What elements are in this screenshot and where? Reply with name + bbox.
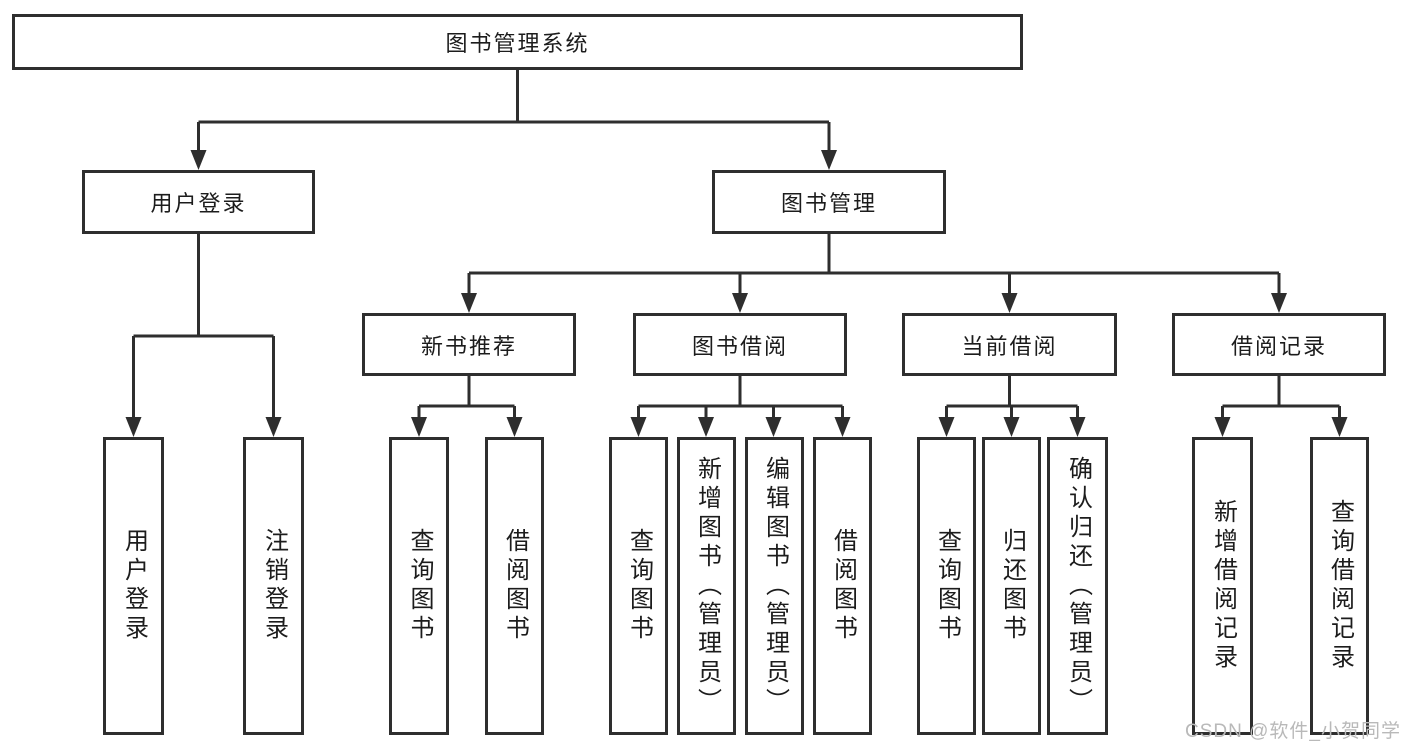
leaf-edit-book-admin: 编辑图书（管理员） <box>745 437 804 735</box>
node-book-borrowing-label: 图书借阅 <box>691 333 788 359</box>
node-book-borrowing: 图书借阅 <box>633 313 847 376</box>
node-user-login-label: 用户登录 <box>150 191 247 216</box>
connector-arrows <box>125 150 1348 437</box>
leaf-logout: 注销登录 <box>243 437 304 735</box>
leaf-query-borrow-record: 查询借阅记录 <box>1310 437 1369 735</box>
node-borrowing-records: 借阅记录 <box>1172 313 1386 376</box>
leaf-borrow-book-2-label: 借阅图书 <box>829 528 857 644</box>
leaf-borrow-book-1-label: 借阅图书 <box>501 528 529 644</box>
leaf-confirm-return-admin-label: 确认归还（管理员） <box>1064 455 1092 717</box>
leaf-query-book-2-label: 查询图书 <box>625 528 653 644</box>
leaf-edit-book-admin-label: 编辑图书（管理员） <box>761 455 789 717</box>
node-user-login: 用户登录 <box>82 170 315 234</box>
leaf-add-borrow-record-label: 新增借阅记录 <box>1209 499 1237 673</box>
leaf-return-book-label: 归还图书 <box>998 528 1026 644</box>
leaf-add-book-admin: 新增图书（管理员） <box>677 437 736 735</box>
leaf-query-book-3: 查询图书 <box>917 437 976 735</box>
leaf-confirm-return-admin: 确认归还（管理员） <box>1047 437 1108 735</box>
watermark: CSDN @软件_小贺同学 <box>1185 721 1401 742</box>
leaf-borrow-book-1: 借阅图书 <box>485 437 544 735</box>
leaf-query-book-3-label: 查询图书 <box>933 528 961 644</box>
node-current-borrowing-label: 当前借阅 <box>961 333 1058 359</box>
node-root: 图书管理系统 <box>12 14 1023 70</box>
leaf-add-borrow-record: 新增借阅记录 <box>1192 437 1253 735</box>
leaf-user-login: 用户登录 <box>103 437 164 735</box>
node-book-management-label: 图书管理 <box>780 191 877 216</box>
leaf-logout-label: 注销登录 <box>260 528 288 644</box>
node-borrowing-records-label: 借阅记录 <box>1230 333 1327 359</box>
node-root-label: 图书管理系统 <box>445 31 590 56</box>
leaf-query-book-1-label: 查询图书 <box>406 528 433 644</box>
leaf-query-borrow-record-label: 查询借阅记录 <box>1326 499 1354 673</box>
leaf-user-login-label: 用户登录 <box>120 528 148 644</box>
node-current-borrowing: 当前借阅 <box>902 313 1117 376</box>
leaf-query-book-1: 查询图书 <box>389 437 449 735</box>
node-new-book-recommend-label: 新书推荐 <box>420 333 517 359</box>
leaf-borrow-book-2: 借阅图书 <box>813 437 872 735</box>
node-book-management: 图书管理 <box>712 170 946 234</box>
leaf-return-book: 归还图书 <box>982 437 1041 735</box>
leaf-add-book-admin-label: 新增图书（管理员） <box>693 455 721 717</box>
node-new-book-recommend: 新书推荐 <box>362 313 576 376</box>
leaf-query-book-2: 查询图书 <box>609 437 668 735</box>
